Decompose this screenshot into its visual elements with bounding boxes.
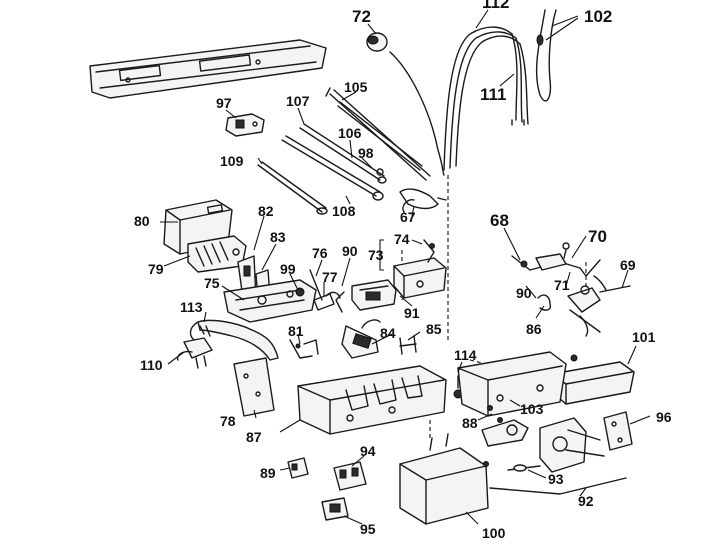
element-79-part (187, 235, 247, 273)
callout-78: 78 (220, 413, 236, 429)
bracket-97-part (225, 113, 265, 137)
base-frame-87-part (297, 365, 447, 435)
callout-80: 80 (134, 213, 150, 229)
callout-89: 89 (260, 465, 276, 481)
base-75-part (223, 279, 317, 323)
callout-105: 105 (344, 79, 368, 95)
callout-77: 77 (322, 269, 338, 285)
callout-76: 76 (312, 245, 328, 261)
knob-part (366, 32, 445, 176)
callout-107: 107 (286, 93, 310, 109)
callout-97: 97 (216, 95, 232, 111)
callout-109: 109 (220, 153, 244, 169)
plate-95-part (321, 497, 349, 521)
callout-100: 100 (482, 525, 506, 541)
power-cord-113-part (176, 319, 279, 369)
callout-95: 95 (360, 521, 376, 537)
callout-110: 110 (140, 357, 163, 373)
callout-86: 86 (526, 321, 542, 337)
callout-114: 114 (454, 347, 477, 363)
callout-93: 93 (548, 471, 564, 487)
switch-91-part (335, 279, 397, 313)
callout-82: 82 (258, 203, 274, 219)
pin-93-part (483, 461, 627, 495)
callout-98: 98 (358, 145, 374, 161)
callout-101: 101 (632, 329, 656, 345)
cord-loop-part (535, 9, 557, 102)
callout-108: 108 (332, 203, 356, 219)
callout-91: 91 (404, 305, 420, 321)
rods-part (257, 87, 431, 215)
callout-71: 71 (554, 277, 570, 293)
plate-103-part (457, 351, 578, 417)
lever-88-part (481, 405, 529, 447)
callout-112: 112 (482, 0, 509, 12)
callout-73: 73 (368, 247, 384, 263)
terminal-94-part (333, 461, 367, 491)
callout-81: 81 (288, 323, 304, 339)
callout-96: 96 (656, 409, 672, 425)
callout-69: 69 (620, 257, 636, 273)
callout-84: 84 (380, 325, 396, 341)
callout-85: 85 (426, 321, 442, 337)
callout-88: 88 (462, 415, 478, 431)
bracket-81-part (289, 339, 319, 359)
callout-113: 113 (180, 299, 203, 315)
top-rail-part (89, 39, 327, 99)
callout-103: 103 (520, 401, 544, 417)
callout-79: 79 (148, 261, 164, 277)
bent-tubes-part (443, 26, 529, 171)
callout-87: 87 (246, 429, 262, 445)
bracket-85-part (399, 335, 417, 355)
callout-94: 94 (360, 443, 376, 459)
callout-67: 67 (400, 209, 416, 225)
callout-83: 83 (270, 229, 286, 245)
lower-cover-100-part (399, 420, 489, 525)
callout-90-left: 90 (342, 243, 358, 259)
switch-84-part (341, 319, 381, 359)
panel-96-part (539, 411, 633, 473)
callout-68: 68 (490, 211, 509, 230)
callout-74: 74 (394, 231, 410, 247)
switch-68-70-part (511, 242, 631, 337)
callout-99: 99 (280, 261, 296, 277)
callout-75: 75 (204, 275, 220, 291)
callout-92: 92 (578, 493, 594, 509)
connector-89-part (287, 457, 309, 479)
side-panel-78-part (233, 357, 275, 417)
switch-block-73-part (393, 239, 447, 299)
callout-111: 111 (480, 85, 507, 104)
leader-lines (160, 9, 651, 525)
callout-106: 106 (338, 125, 362, 141)
callout-90-right: 90 (516, 285, 532, 301)
callout-70: 70 (588, 227, 607, 246)
callout-72: 72 (352, 7, 371, 26)
callout-102: 102 (584, 7, 612, 26)
clamp-67-part (399, 188, 447, 213)
callout-labels: 72 112 102 111 97 107 105 106 98 109 108… (134, 0, 672, 541)
